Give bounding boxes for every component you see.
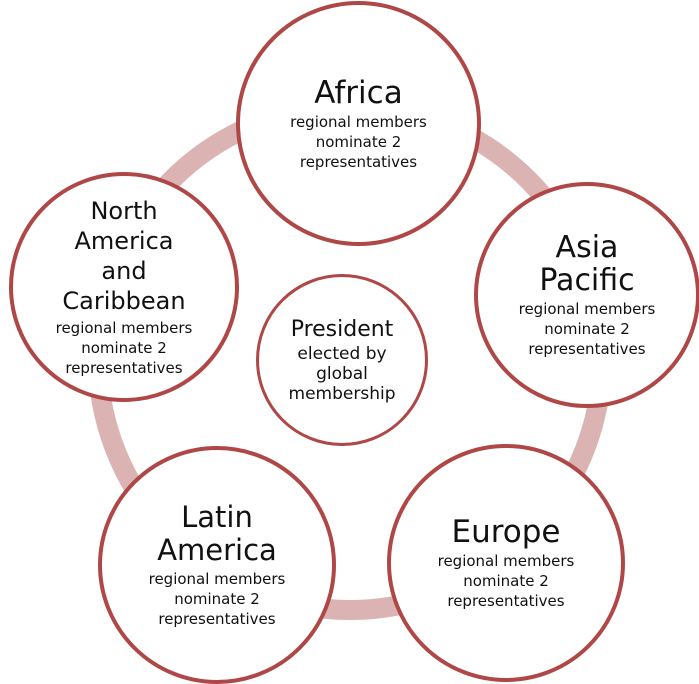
latin-america-circle: Latin America regional members nominate … [98, 446, 336, 684]
president-circle: President elected by global membership [256, 274, 428, 446]
africa-circle: Africa regional members nominate 2 repre… [236, 1, 481, 246]
president-title: President [290, 316, 394, 342]
president-description: elected by global membership [288, 343, 396, 404]
europe-title: Europe [451, 513, 561, 550]
asia-pacific-title: Asia Pacific [539, 230, 635, 298]
europe-description: regional members nominate 2 representati… [437, 551, 575, 610]
europe-circle: Europe regional members nominate 2 repre… [387, 444, 625, 682]
north-america-caribbean-title: North America and Caribbean [62, 197, 186, 315]
africa-title: Africa [314, 74, 403, 111]
latin-america-description: regional members nominate 2 representati… [148, 570, 286, 628]
latin-america-title: Latin America [157, 500, 277, 567]
asia-pacific-description: regional members nominate 2 representati… [518, 300, 656, 358]
asia-pacific-circle: Asia Pacific regional members nominate 2… [474, 182, 699, 408]
africa-description: regional members nominate 2 representati… [290, 112, 427, 171]
north-america-caribbean-description: regional members nominate 2 representati… [55, 319, 193, 377]
north-america-caribbean-circle: North America and Caribbean regional mem… [9, 172, 239, 402]
